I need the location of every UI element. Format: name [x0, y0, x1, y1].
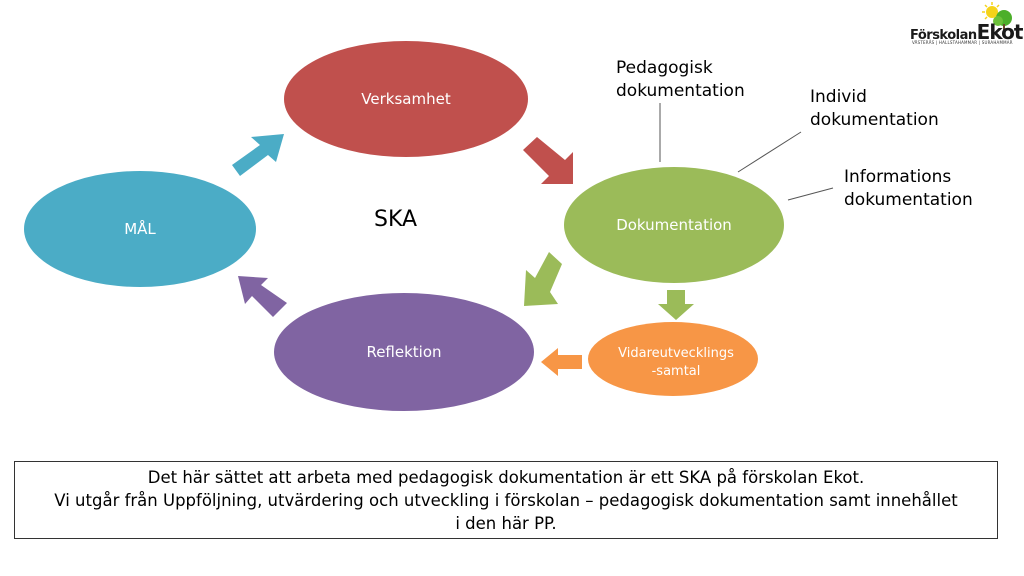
node-mal-label: MÅL [124, 219, 156, 238]
node-verksamhet [284, 41, 528, 157]
node-vidare-label-line1: Vidareutvecklings [618, 346, 734, 361]
caption-line3: i den här PP. [455, 514, 557, 533]
arrow-mal-to-verksamhet [232, 134, 284, 176]
node-reflektion-label: Reflektion [366, 343, 441, 361]
arrow-dokumentation-to-vidare [658, 290, 694, 320]
node-mal [24, 171, 256, 287]
caption-line1: Det här sättet att arbeta med pedagogisk… [147, 468, 865, 487]
annotation-individ-line2: dokumentation [810, 110, 939, 130]
annotation-pedagogisk: Pedagogisk dokumentation [616, 57, 745, 103]
logo: FörskolanEkot VÄSTERÅS | HALLSTAHAMMAR |… [910, 2, 1023, 48]
center-label-ska: SKA [374, 207, 418, 232]
annotation-informations-line2: dokumentation [844, 190, 973, 210]
node-vidare-label-line2: -samtal [652, 364, 701, 379]
logo-prefix: Förskolan [910, 28, 977, 43]
caption-box: Det här sättet att arbeta med pedagogisk… [14, 461, 998, 539]
sun-tree-icon [982, 2, 1012, 34]
caption-line2: Vi utgår från Uppföljning, utvärdering o… [54, 491, 958, 510]
logo-name: Ekot [976, 20, 1024, 44]
node-verksamhet-label: Verksamhet [361, 90, 451, 108]
annotation-pedagogisk-line1: Pedagogisk [616, 58, 713, 78]
callout-line-individ [737, 131, 802, 173]
node-dokumentation [564, 167, 784, 283]
node-reflektion [274, 293, 534, 411]
node-vidareutvecklingssamtal [588, 322, 758, 396]
annotation-individ-line1: Individ [810, 87, 867, 107]
arrow-dokumentation-to-reflektion [524, 252, 562, 306]
annotation-informations: Informations dokumentation [844, 166, 973, 212]
annotation-individ: Individ dokumentation [810, 86, 939, 132]
arrow-vidare-to-reflektion [541, 348, 582, 376]
logo-subtitle: VÄSTERÅS | HALLSTAHAMMAR | SURAHAMMAR [912, 40, 1013, 45]
arrow-verksamhet-to-dokumentation [523, 137, 573, 184]
node-dokumentation-label: Dokumentation [616, 216, 732, 234]
arrow-reflektion-to-mal [238, 276, 287, 317]
callout-line-informations [787, 187, 834, 201]
logo-text: FörskolanEkot [910, 20, 1024, 44]
annotation-informations-line1: Informations [844, 167, 952, 187]
annotation-pedagogisk-line2: dokumentation [616, 81, 745, 101]
